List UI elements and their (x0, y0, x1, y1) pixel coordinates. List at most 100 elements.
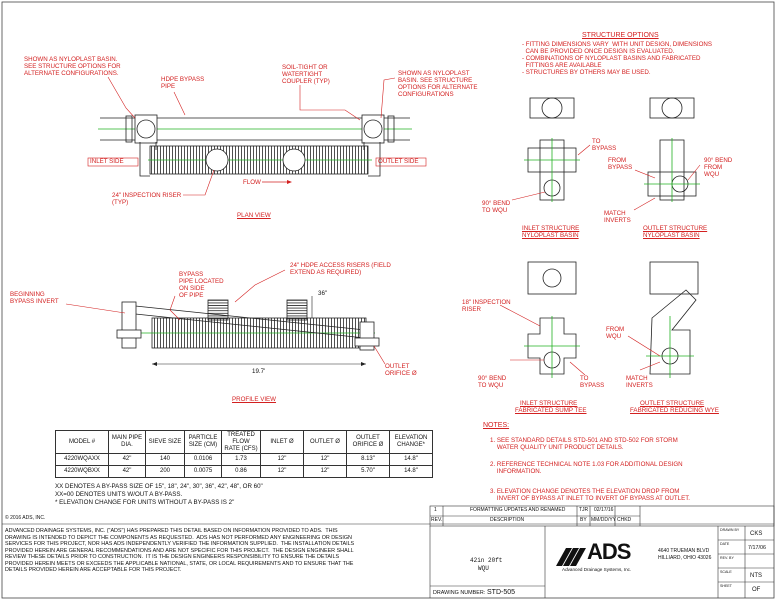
structure-options-item: - STRUCTURES BY OTHERS MAY BE USED. (522, 69, 651, 76)
outlet-wye-caption: FABRICATED REDUCING WYE (630, 407, 719, 414)
inlet-side-label: INLET SIDE (90, 158, 124, 165)
outlet-wye-caption: OUTLET STRUCTURE (640, 400, 705, 407)
footnote: * ELEVATION CHANGE FOR UNITS WITHOUT A B… (55, 499, 235, 506)
plan-note-right: CONFIGURATIONS (398, 91, 454, 98)
side-label: REV. BY (720, 556, 734, 560)
outlet-nyloplast-bend: WQU (704, 171, 720, 178)
plan-note-right: BASIN. SEE STRUCTURE (398, 77, 473, 84)
inlet-sump-to-bypass: TO (580, 375, 589, 382)
copyright: © 2016 ADS, INC. (5, 515, 46, 521)
notes-title: NOTES: (483, 422, 510, 429)
disclaimer-line: ADVANCED DRAINAGE SYSTEMS, INC. ("ADS") … (5, 528, 338, 534)
plan-note-bypass: HDPE BYPASS (161, 76, 205, 83)
table-cell: 140 (145, 453, 185, 466)
drawing-number-label: DRAWING NUMBER: (433, 590, 486, 596)
disclaimer-line: DETAILS PROVIDED HEREIN ARE ACCEPTABLE F… (5, 567, 182, 573)
structure-inlet-sump-tee (499, 261, 586, 378)
structure-inlet-nyloplast (511, 97, 591, 202)
table-cell: 12" (303, 453, 347, 466)
riser-note: (TYP) (112, 199, 129, 206)
side-label: SHEET (720, 584, 732, 588)
rev-number: 1 (434, 507, 437, 513)
table-cell: 200 (145, 465, 185, 478)
inlet-nyloplast-caption: INLET STRUCTURE (522, 225, 580, 232)
profile-access-note: EXTEND AS REQUIRED) (290, 269, 362, 276)
disclaimer-line: REVIEW THESE DETAILS PRIOR TO CONSTRUCTI… (5, 554, 340, 560)
company-address: HILLIARD, OHIO 43026 (658, 555, 712, 561)
outlet-nyloplast-caption: OUTLET STRUCTURE (643, 225, 708, 232)
plan-note-bypass: PIPE (161, 83, 176, 90)
ads-logo-mark (556, 548, 586, 566)
table-header-cell: TREATED FLOW RATE (CFS) (221, 430, 261, 454)
note-item: WATER QUALITY UNIT PRODUCT DETAILS. (490, 444, 624, 451)
outlet-wye-match: MATCH (626, 375, 648, 382)
profile-begin-note: BYPASS INVERT (10, 298, 59, 305)
drawing-title: 42in 20ft (470, 557, 503, 564)
profile-dim-length: 19.7' (252, 368, 266, 375)
flow-label: FLOW (243, 179, 261, 186)
title-block-lines (2, 505, 775, 598)
plan-view-title: PLAN VIEW (237, 212, 271, 219)
table-header-cell: INLET Ø (260, 430, 304, 454)
outlet-wye-from-wqu: FROM (606, 326, 625, 333)
table-header-cell: OUTLET ORIFICE Ø (346, 430, 390, 454)
rev-header-by: BY (580, 517, 587, 523)
outlet-nyloplast-from-bypass: BYPASS (608, 164, 633, 171)
side-value: CKS (750, 531, 763, 537)
table-header-row: MODEL # MAIN PIPE DIA. SIEVE SIZE PARTIC… (55, 430, 433, 454)
table-row: 4220WQBXX 42" 200 0.0075 0.86 12" 12" 5.… (55, 465, 433, 478)
structure-options-item: - COMBINATIONS OF NYLOPLAST BASINS AND F… (522, 55, 701, 62)
table-header-cell: PARTICLE SIZE (CM) (184, 430, 222, 454)
table-cell: 0.0106 (184, 453, 222, 466)
profile-view-drawing (65, 269, 386, 366)
plan-note-right: OPTIONS FOR ALTERNATE (398, 84, 478, 91)
inlet-sump-riser: 18" INSPECTION (462, 299, 511, 306)
ads-logo-text: ADS (587, 539, 631, 564)
outlet-nyloplast-caption: NYLOPLAST BASIN (643, 232, 700, 239)
inlet-nyloplast-to-bypass: BYPASS (592, 145, 617, 152)
table-header-cell: SIEVE SIZE (145, 430, 185, 454)
footnote: XX DENOTES A BY-PASS SIZE OF 15", 18", 2… (55, 483, 263, 490)
outlet-wye-from-wqu: WQU (606, 333, 622, 340)
table-header-cell: ELEVATION CHANGE* (389, 430, 433, 454)
company-name: Advanced Drainage Systems, Inc. (562, 567, 632, 572)
table-header-cell: OUTLET Ø (303, 430, 347, 454)
side-label: DATE (720, 542, 730, 546)
outlet-nyloplast-match: INVERTS (604, 217, 631, 224)
table-header-cell: MAIN PIPE DIA. (108, 430, 146, 454)
structure-options-item: CAN BE PROVIDED ONCE DESIGN IS EVALUATED… (522, 48, 675, 55)
outlet-nyloplast-from-bypass: FROM (608, 157, 627, 164)
profile-outlet-note: ORIFICE Ø (385, 370, 417, 377)
disclaimer-line: SERVICES FOR THIS PROJECT, NOR HAS ADS I… (5, 541, 355, 547)
side-value: OF (752, 587, 761, 593)
riser-note: 24" INSPECTION RISER (112, 192, 182, 199)
drawing-title: WQU (478, 565, 489, 572)
table-cell: 42" (108, 465, 146, 478)
drawing-number: STD-505 (487, 589, 516, 596)
table-cell: 4220WQAXX (55, 453, 109, 466)
table-cell: 4220WQBXX (55, 465, 109, 478)
profile-begin-note: BEGINNING (10, 291, 45, 298)
inlet-sump-bend: TO WQU (478, 382, 504, 389)
table-cell: 42" (108, 453, 146, 466)
table-header-cell: MODEL # (55, 430, 109, 454)
side-label: DRAWN BY (720, 528, 740, 532)
table-cell: 8.13" (346, 453, 390, 466)
structure-options-item: - FITTING DIMENSIONS VARY WITH UNIT DESI… (522, 41, 712, 48)
rev-header-chkd: CHKD (617, 517, 632, 523)
inlet-sump-to-bypass: BYPASS (580, 382, 605, 389)
plan-note-left: SEE STRUCTURE OPTIONS FOR (24, 63, 121, 70)
plan-note-right: SHOWN AS NYLOPLAST (398, 70, 470, 77)
table-cell: 5.70" (346, 465, 390, 478)
table-cell: 1.73 (221, 453, 261, 466)
rev-date: 02/17/16 (594, 507, 614, 513)
footnote: XX=00 DENOTES UNITS W/OUT A BY-PASS. (55, 491, 183, 498)
profile-bypass-note: ON SIDE (179, 285, 205, 292)
outlet-wye-match: INVERTS (626, 382, 653, 389)
disclaimer-line: PROVIDED HEREIN ARE GENERAL RECOMMENDATI… (5, 547, 354, 554)
structure-outlet-reducing-wye (627, 261, 699, 378)
plan-view-drawing (87, 76, 427, 196)
company-address: 4640 TRUEMAN BLVD (658, 548, 710, 554)
